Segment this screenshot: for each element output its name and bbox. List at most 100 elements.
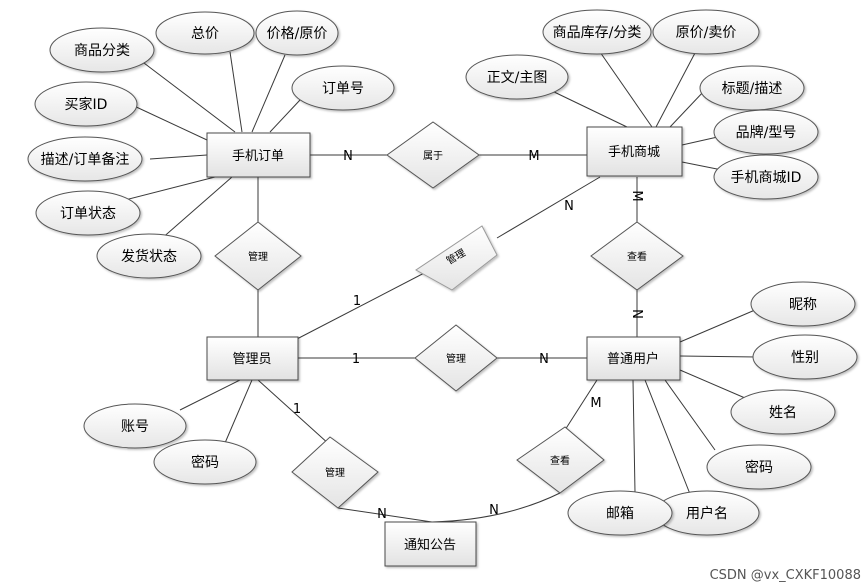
attr-mall-id: 手机商城ID <box>713 154 819 200</box>
entity-user: 普通用户 <box>586 336 681 381</box>
conn-order-attr-ship <box>159 176 233 241</box>
attr-user-username: 用户名 <box>654 490 760 536</box>
attr-order-orderno-label: 订单号 <box>322 81 364 97</box>
attr-mall-title: 标题/描述 <box>699 65 805 111</box>
rel-user-view-mall-label: 查看 <box>627 250 647 263</box>
rel-admin-mall: 管理 <box>415 225 498 291</box>
connectors <box>124 51 758 523</box>
entity-order: 手机订单 <box>206 132 311 178</box>
entity-notice: 通知公告 <box>384 521 477 567</box>
conn-admin-attr-account <box>179 379 241 411</box>
conn-mall-attr-id <box>681 161 723 171</box>
attr-user-pwd: 密码 <box>706 444 812 490</box>
watermark: CSDN @vx_CXKF10088 <box>709 568 861 583</box>
attr-order-ship: 发货状态 <box>96 233 202 279</box>
rel-admin-notice: 管理 <box>291 436 379 509</box>
attr-order-total-label: 总价 <box>191 26 219 42</box>
conn-admin-attr-pwd <box>224 379 253 444</box>
attr-user-name: 姓名 <box>730 389 836 435</box>
card-adminuser-user: N <box>539 352 549 367</box>
attr-mall-brand-label: 品牌/型号 <box>736 124 797 141</box>
conn-user-attr-name <box>679 369 746 399</box>
rel-user-view-notice: 查看 <box>516 426 605 494</box>
attr-user-nick-label: 昵称 <box>789 297 817 313</box>
rel-belongs: 属于 <box>386 121 480 189</box>
attr-mall-orig: 原价/卖价 <box>652 9 760 55</box>
attr-user-email-label: 邮箱 <box>606 506 634 522</box>
conn-order-attr-category <box>139 59 236 133</box>
attr-mall-id-label: 手机商城ID <box>731 170 802 186</box>
rel-admin-user: 管理 <box>414 324 498 392</box>
card-usernotice-user: M <box>590 396 601 411</box>
attr-user-pwd-label: 密码 <box>745 459 773 476</box>
attr-order-buyer-label: 买家ID <box>65 96 108 113</box>
card-belongs-mall: M <box>528 149 539 164</box>
rel-user-view-notice-label: 查看 <box>550 454 570 467</box>
entity-user-label: 普通用户 <box>607 351 659 367</box>
entity-admin-label: 管理员 <box>232 352 271 367</box>
attr-user-name-label: 姓名 <box>769 405 797 421</box>
conn-order-attr-buyer <box>131 104 208 141</box>
conn-order-attr-price <box>251 54 286 133</box>
card-adminuser-admin: 1 <box>352 352 360 367</box>
entity-mall-label: 手机商城 <box>608 145 660 160</box>
card-view-user: N <box>629 309 644 319</box>
rel-belongs-label: 属于 <box>423 150 443 162</box>
conn-user-attr-nick <box>679 309 756 343</box>
conn-user-attr-username <box>644 379 691 495</box>
attr-order-price-label: 价格/原价 <box>267 26 328 42</box>
conn-mallrel-mall <box>496 176 601 239</box>
rel-admin-order: 管理 <box>214 221 302 291</box>
attr-order-category: 商品分类 <box>49 27 155 73</box>
conn-order-attr-status <box>124 176 216 201</box>
rel-admin-user-label: 管理 <box>446 352 466 365</box>
conn-mall-attr-orig <box>655 52 696 128</box>
conn-order-attr-orderno <box>269 99 301 133</box>
card-usernotice-notice: N <box>489 503 499 518</box>
conn-order-attr-total <box>229 51 243 133</box>
attr-mall-stock-label: 商品库存/分类 <box>553 25 642 41</box>
attr-admin-account-label: 账号 <box>121 419 149 435</box>
card-adminnotice-notice: N <box>377 507 387 522</box>
attr-order-status: 订单状态 <box>35 190 141 236</box>
card-mall-view: M <box>629 190 644 201</box>
attr-order-total: 总价 <box>155 11 255 55</box>
entity-mall: 手机商城 <box>586 126 683 177</box>
rel-admin-order-label: 管理 <box>248 250 268 263</box>
conn-user-attr-gender <box>679 355 758 358</box>
attr-order-buyer: 买家ID <box>34 81 138 127</box>
entity-notice-label: 通知公告 <box>404 537 456 553</box>
attr-order-desc-label: 描述/订单备注 <box>41 151 130 168</box>
card-order-belongs: N <box>343 149 353 164</box>
attr-mall-stock: 商品库存/分类 <box>542 9 652 55</box>
attr-user-username-label: 用户名 <box>686 505 728 522</box>
attr-order-desc: 描述/订单备注 <box>27 136 143 182</box>
conn-order-attr-desc <box>149 154 208 160</box>
attr-mall-orig-label: 原价/卖价 <box>676 25 737 41</box>
cardinalities: N M M N 1 N 1 N 1 N M N <box>293 149 644 522</box>
card-adminmall-mall: N <box>564 199 574 214</box>
attr-mall-brand: 品牌/型号 <box>713 109 819 155</box>
attr-order-orderno: 订单号 <box>291 65 395 111</box>
conn-mall-attr-body <box>549 89 628 128</box>
attr-order-status-label: 订单状态 <box>60 206 116 222</box>
conn-user-noticeview <box>564 379 598 431</box>
entity-order-label: 手机订单 <box>232 149 284 164</box>
card-adminmall-admin: 1 <box>353 294 361 309</box>
attr-admin-account: 账号 <box>83 403 187 449</box>
attr-user-gender-label: 性别 <box>791 350 819 366</box>
attr-order-price: 价格/原价 <box>255 10 339 56</box>
conn-noticerel-notice <box>337 507 433 523</box>
rel-user-view-mall: 查看 <box>590 221 684 291</box>
attr-mall-title-label: 标题/描述 <box>722 81 783 97</box>
attr-admin-pwd-label: 密码 <box>191 454 219 471</box>
attr-mall-body: 正文/主图 <box>465 54 569 100</box>
conn-admin-mallrel <box>294 269 431 341</box>
conn-admin-noticerel <box>257 379 331 446</box>
attr-order-ship-label: 发货状态 <box>121 248 177 265</box>
card-adminnotice-admin: 1 <box>293 402 301 417</box>
attr-user-email: 邮箱 <box>567 490 673 536</box>
attr-user-gender: 性别 <box>752 334 858 380</box>
attr-order-category-label: 商品分类 <box>74 43 130 59</box>
